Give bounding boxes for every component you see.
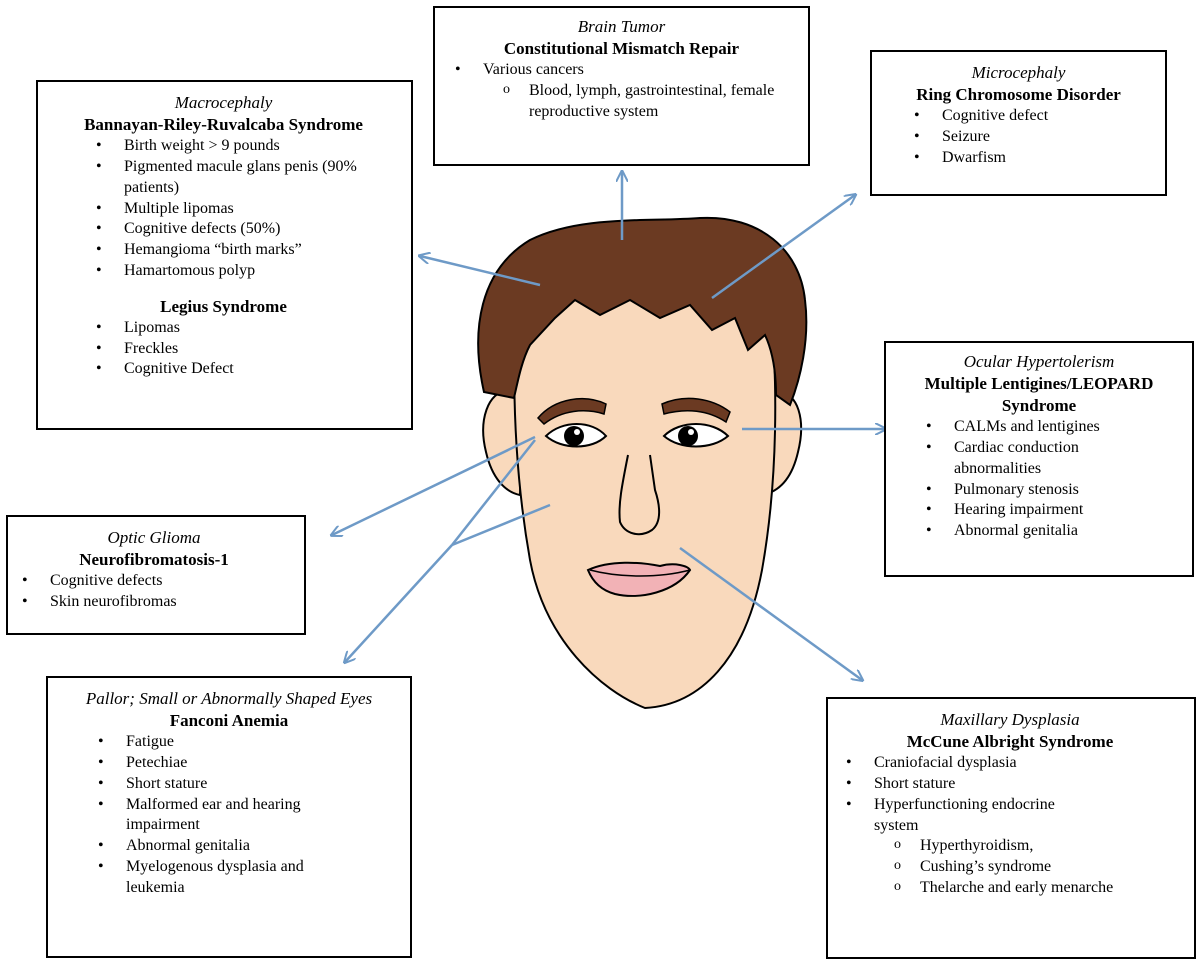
list-item: Malformed ear and hearing impairment (88, 795, 400, 837)
list-item: Cushing’s syndrome (836, 857, 1184, 878)
findings-list: Cognitive defects Skin neurofibromas (12, 571, 296, 613)
list-item: Hemangioma “birth marks” (86, 240, 401, 261)
syndrome-label: Fanconi Anemia (169, 711, 289, 731)
list-item: Abnormal genitalia (916, 521, 1184, 542)
nose (618, 454, 661, 536)
findings-list: Birth weight > 9 pounds Pigmented macule… (46, 136, 401, 282)
list-item: Cardiac conduction abnormalities (916, 438, 1184, 480)
box-pallor: Pallor; Small or Abnormally Shaped Eyes … (46, 676, 412, 958)
box-microcephaly: Microcephaly Ring Chromosome Disorder Co… (870, 50, 1167, 196)
list-item: Cognitive defect (904, 106, 1155, 127)
list-item: Cognitive defects (50%) (86, 219, 401, 240)
list-item: Myelogenous dysplasia and leukemia (88, 857, 400, 899)
list-item: CALMs and lentigines (916, 417, 1184, 438)
syndrome-label: McCune Albright Syndrome (906, 732, 1114, 752)
box-maxillary-dysplasia: Maxillary Dysplasia McCune Albright Synd… (826, 697, 1196, 959)
finding-label: Microcephaly (971, 63, 1066, 82)
findings-list: Cognitive defect Seizure Dwarfism (882, 106, 1155, 168)
finding-label: Maxillary Dysplasia (940, 710, 1080, 729)
findings-list: Fatigue Petechiae Short stature Malforme… (58, 732, 400, 898)
list-item: Abnormal genitalia (88, 836, 400, 857)
box-macrocephaly: Macrocephaly Bannayan-Riley-Ruvalcaba Sy… (36, 80, 413, 430)
findings-list: Craniofacial dysplasia Short stature Hyp… (836, 753, 1184, 836)
arrow-pallor-branch-2 (451, 439, 536, 546)
syndrome-label-2: Legius Syndrome (160, 296, 287, 316)
list-item: Lipomas (86, 318, 401, 339)
findings-list-2: Lipomas Freckles Cognitive Defect (46, 318, 401, 380)
list-item: Hearing impairment (916, 500, 1184, 521)
arrow-macrocephaly (420, 256, 541, 287)
list-item: Short stature (836, 774, 1184, 795)
syndrome-label: Bannayan-Riley-Ruvalcaba Syndrome (84, 115, 363, 135)
face-illustration (477, 216, 808, 710)
syndrome-label: Multiple Lentigines/LEOPARD Syndrome (924, 374, 1154, 416)
list-item: Hyperfunctioning endocrine system (836, 795, 1184, 837)
list-item: Various cancers (445, 60, 798, 81)
list-item: Fatigue (88, 732, 400, 753)
syndrome-label: Ring Chromosome Disorder (916, 85, 1121, 105)
list-item: Hyperthyroidism, (836, 836, 1184, 857)
list-item: Cognitive Defect (86, 359, 401, 380)
arrow-pallor (345, 544, 453, 662)
left-eyebrow (536, 397, 607, 425)
finding-label: Brain Tumor (577, 17, 666, 36)
list-item: Blood, lymph, gastrointestinal, female r… (445, 81, 798, 123)
list-item: Dwarfism (904, 148, 1155, 169)
list-item: Birth weight > 9 pounds (86, 136, 401, 157)
list-item: Thelarche and early menarche (836, 878, 1184, 899)
finding-label: Pallor; Small or Abnormally Shaped Eyes (85, 689, 373, 708)
face-skin (513, 299, 777, 710)
syndrome-label: Neurofibromatosis-1 (79, 550, 229, 570)
left-pupil (564, 426, 584, 446)
list-item: Short stature (88, 774, 400, 795)
list-item: Freckles (86, 339, 401, 360)
arrows (332, 172, 885, 680)
list-item: Petechiae (88, 753, 400, 774)
list-item: Pulmonary stenosis (916, 480, 1184, 501)
arrow-optic (332, 435, 536, 535)
hair (477, 216, 808, 407)
findings-list: Various cancers (445, 60, 798, 81)
sub-findings-list: Blood, lymph, gastrointestinal, female r… (445, 81, 798, 123)
lip-line (589, 569, 691, 577)
list-item: Multiple lipomas (86, 199, 401, 220)
list-item: Seizure (904, 127, 1155, 148)
left-eye-highlight (574, 429, 580, 435)
box-brain-tumor: Brain Tumor Constitutional Mismatch Repa… (433, 6, 810, 166)
sub-findings-list: Hyperthyroidism, Cushing’s syndrome Thel… (836, 836, 1184, 898)
syndrome-label: Constitutional Mismatch Repair (503, 39, 740, 59)
finding-label: Ocular Hypertolerism (963, 352, 1115, 371)
right-eyebrow (661, 397, 731, 424)
right-eye-highlight (688, 429, 694, 435)
arrow-maxillary (679, 546, 862, 680)
box-optic-glioma: Optic Glioma Neurofibromatosis-1 Cogniti… (6, 515, 306, 635)
arrow-microcephaly (711, 195, 855, 300)
list-item: Craniofacial dysplasia (836, 753, 1184, 774)
finding-label: Optic Glioma (107, 528, 201, 547)
finding-label: Macrocephaly (174, 93, 273, 112)
findings-list: CALMs and lentigines Cardiac conduction … (894, 417, 1184, 542)
list-item: Skin neurofibromas (12, 592, 296, 613)
box-ocular-hypertolerism: Ocular Hypertolerism Multiple Lentigines… (884, 341, 1194, 577)
right-pupil (678, 426, 698, 446)
arrow-pallor-branch (451, 503, 551, 547)
list-item: Pigmented macule glans penis (90% patien… (86, 157, 401, 199)
list-item: Hamartomous polyp (86, 261, 401, 282)
list-item: Cognitive defects (12, 571, 296, 592)
